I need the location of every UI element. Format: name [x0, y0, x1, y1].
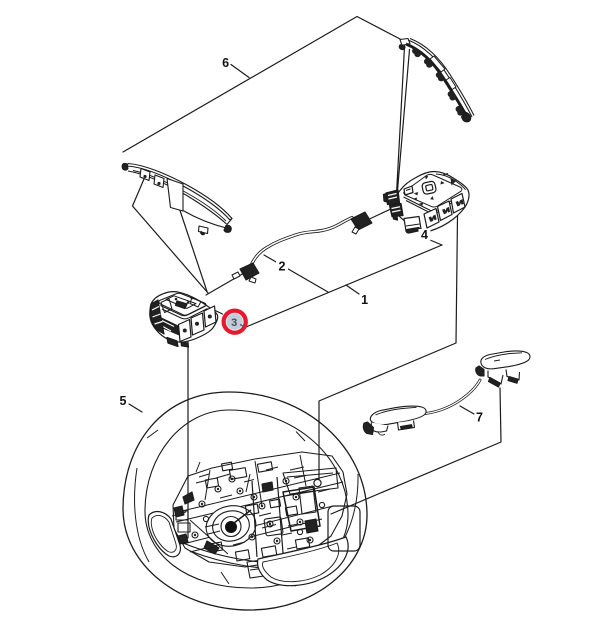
- svg-text:1: 1: [361, 293, 368, 307]
- svg-text:3: 3: [231, 317, 237, 329]
- svg-text:2: 2: [279, 260, 286, 274]
- svg-text:6: 6: [222, 56, 229, 70]
- svg-text:5: 5: [120, 394, 127, 408]
- svg-text:4: 4: [421, 228, 428, 242]
- svg-text:7: 7: [476, 411, 483, 425]
